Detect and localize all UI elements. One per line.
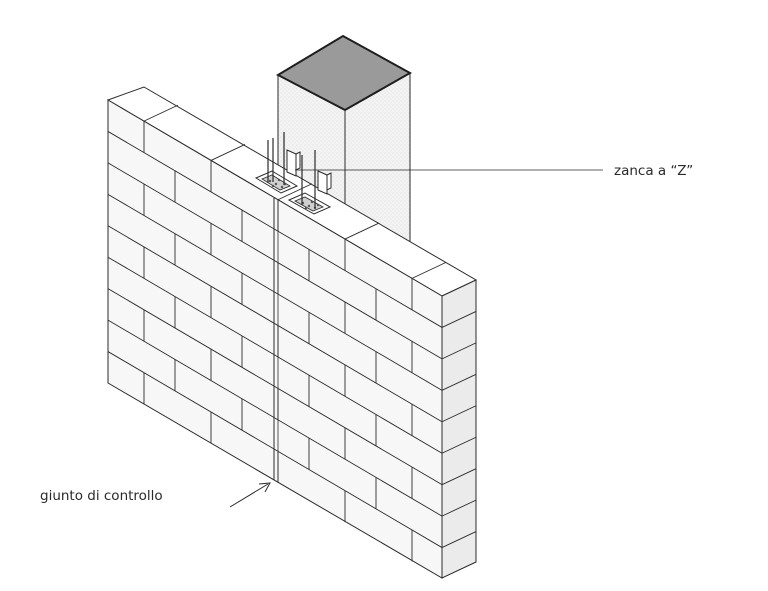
top-joint: [411, 261, 447, 279]
anchor-callout: zanca a “Z”: [295, 163, 693, 179]
bed-joint: [107, 256, 443, 454]
bed-joint: [107, 288, 443, 486]
block-courses-side: [441, 311, 477, 548]
anchor-pocket-left: [254, 170, 299, 194]
column-top: [275, 34, 413, 112]
bed-joint-side: [441, 373, 477, 391]
masonry-wall: [106, 86, 478, 579]
bed-joint-side: [441, 436, 477, 454]
block-courses-front: [107, 131, 443, 548]
joint-arrow-line: [229, 483, 269, 508]
bed-joint-side: [441, 531, 477, 548]
anchor-label: zanca a “Z”: [614, 163, 693, 179]
top-joint: [344, 222, 380, 240]
top-joint: [277, 183, 313, 201]
joint-arrow-head: [258, 482, 271, 493]
z-anchor-plates: [286, 149, 332, 195]
bed-joint: [107, 131, 443, 328]
block-joints-top: [143, 104, 447, 279]
top-joint: [143, 104, 179, 122]
bed-joint-side: [441, 499, 477, 517]
bed-joint: [107, 193, 443, 391]
bed-joint-side: [441, 342, 477, 360]
bed-joint: [107, 162, 443, 360]
bed-joint-side: [441, 311, 477, 328]
bed-joint: [107, 351, 443, 548]
top-joint: [210, 144, 246, 161]
bed-joint: [107, 319, 443, 517]
bed-joint-side: [441, 468, 477, 486]
bed-joint-side: [441, 405, 477, 423]
joint-callout: giunto di controllo: [40, 482, 271, 508]
joint-label: giunto di controllo: [40, 488, 163, 504]
z-anchor-rods: [267, 132, 316, 208]
bed-joint: [107, 225, 443, 423]
